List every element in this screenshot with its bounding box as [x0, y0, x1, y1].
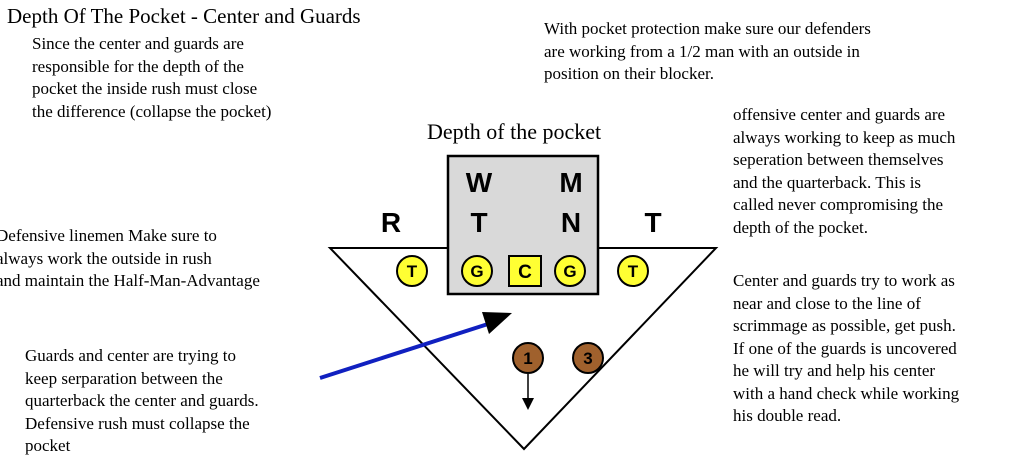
back-3-label: 3 — [583, 349, 592, 368]
left-guard-label: G — [470, 262, 483, 281]
left-tackle-marker — [396, 255, 428, 287]
defender-t-left: T — [470, 207, 487, 238]
right-tackle-marker — [617, 255, 649, 287]
pointer-arrow-line — [319, 322, 489, 380]
defender-m: M — [559, 167, 582, 198]
back-1-label: 1 — [523, 349, 532, 368]
center-label: C — [518, 262, 532, 283]
defender-w: W — [466, 167, 493, 198]
defender-r: R — [381, 207, 401, 238]
note-right-separation: offensive center and guards are always w… — [733, 105, 956, 237]
center-marker — [508, 255, 542, 287]
note-top-right: With pocket protection make sure our def… — [544, 19, 871, 83]
left-tackle-label: T — [407, 262, 418, 281]
note-top-left: Since the center and guards are responsi… — [32, 34, 272, 121]
right-guard-marker — [554, 255, 586, 287]
right-guard-label: G — [563, 262, 576, 281]
left-guard-marker — [461, 255, 493, 287]
page-title: Depth Of The Pocket - Center and Guards — [7, 4, 361, 28]
back-1-marker — [512, 342, 544, 374]
note-guards-center: Guards and center are trying to keep ser… — [25, 346, 259, 455]
defender-t-right: T — [644, 207, 661, 238]
note-defensive-linemen: Defensive linemen Make sure to always wo… — [0, 226, 260, 290]
note-right-push: Center and guards try to work as near an… — [733, 271, 960, 425]
pointer-arrow-head — [482, 312, 512, 334]
diagram-title: Depth of the pocket — [427, 119, 602, 144]
right-tackle-label: T — [628, 262, 639, 281]
back-3-marker — [572, 342, 604, 374]
defender-n: N — [561, 207, 581, 238]
